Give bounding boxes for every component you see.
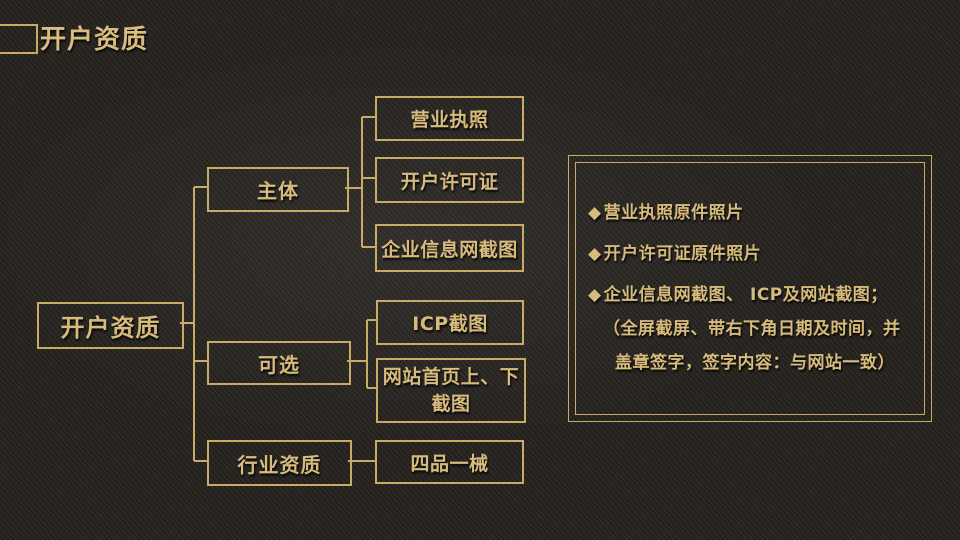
requirements-panel: ◆营业执照原件照片 ◆开户许可证原件照片 ◆企业信息网截图、 ICP及网站截图；… (568, 155, 932, 422)
diamond-bullet-icon: ◆ (588, 244, 602, 264)
bullet-text-continuation: 盖章签字，签字内容：与网站一致） (615, 353, 895, 373)
panel-bullet: ◆企业信息网截图、 ICP及网站截图； （全屏截屏、带右下角日期及时间，并 盖章… (588, 278, 921, 380)
panel-content: ◆营业执照原件照片 ◆开户许可证原件照片 ◆企业信息网截图、 ICP及网站截图；… (588, 196, 921, 387)
leaf-node-homepage-screenshot: 网站首页上、下截图 (376, 358, 526, 423)
branch-node-industry: 行业资质 (207, 440, 352, 486)
leaf-node-account-permit: 开户许可证 (375, 157, 524, 203)
branch-node-subject: 主体 (207, 167, 349, 212)
bullet-text: 营业执照原件照片 (603, 203, 744, 223)
panel-bullet: ◆营业执照原件照片 (588, 196, 921, 230)
leaf-node-enterprise-info-screenshot: 企业信息网截图 (375, 224, 524, 272)
title-marker-rectangle (0, 24, 38, 54)
page-title: 开户资质 (40, 25, 149, 55)
branch-node-optional: 可选 (207, 341, 351, 385)
bullet-text-continuation: （全屏截屏、带右下角日期及时间，并 (603, 319, 901, 339)
diamond-bullet-icon: ◆ (588, 285, 602, 305)
leaf-node-business-license: 营业执照 (375, 96, 524, 141)
bullet-text: 企业信息网截图、 ICP及网站截图； (603, 285, 888, 305)
root-node: 开户资质 (37, 302, 184, 349)
diamond-bullet-icon: ◆ (588, 203, 602, 223)
leaf-node-four-products: 四品一械 (375, 440, 524, 484)
panel-inner-border (575, 162, 925, 415)
bullet-text: 开户许可证原件照片 (603, 244, 762, 264)
panel-bullet: ◆开户许可证原件照片 (588, 237, 921, 271)
leaf-node-icp-screenshot: ICP截图 (376, 300, 524, 345)
